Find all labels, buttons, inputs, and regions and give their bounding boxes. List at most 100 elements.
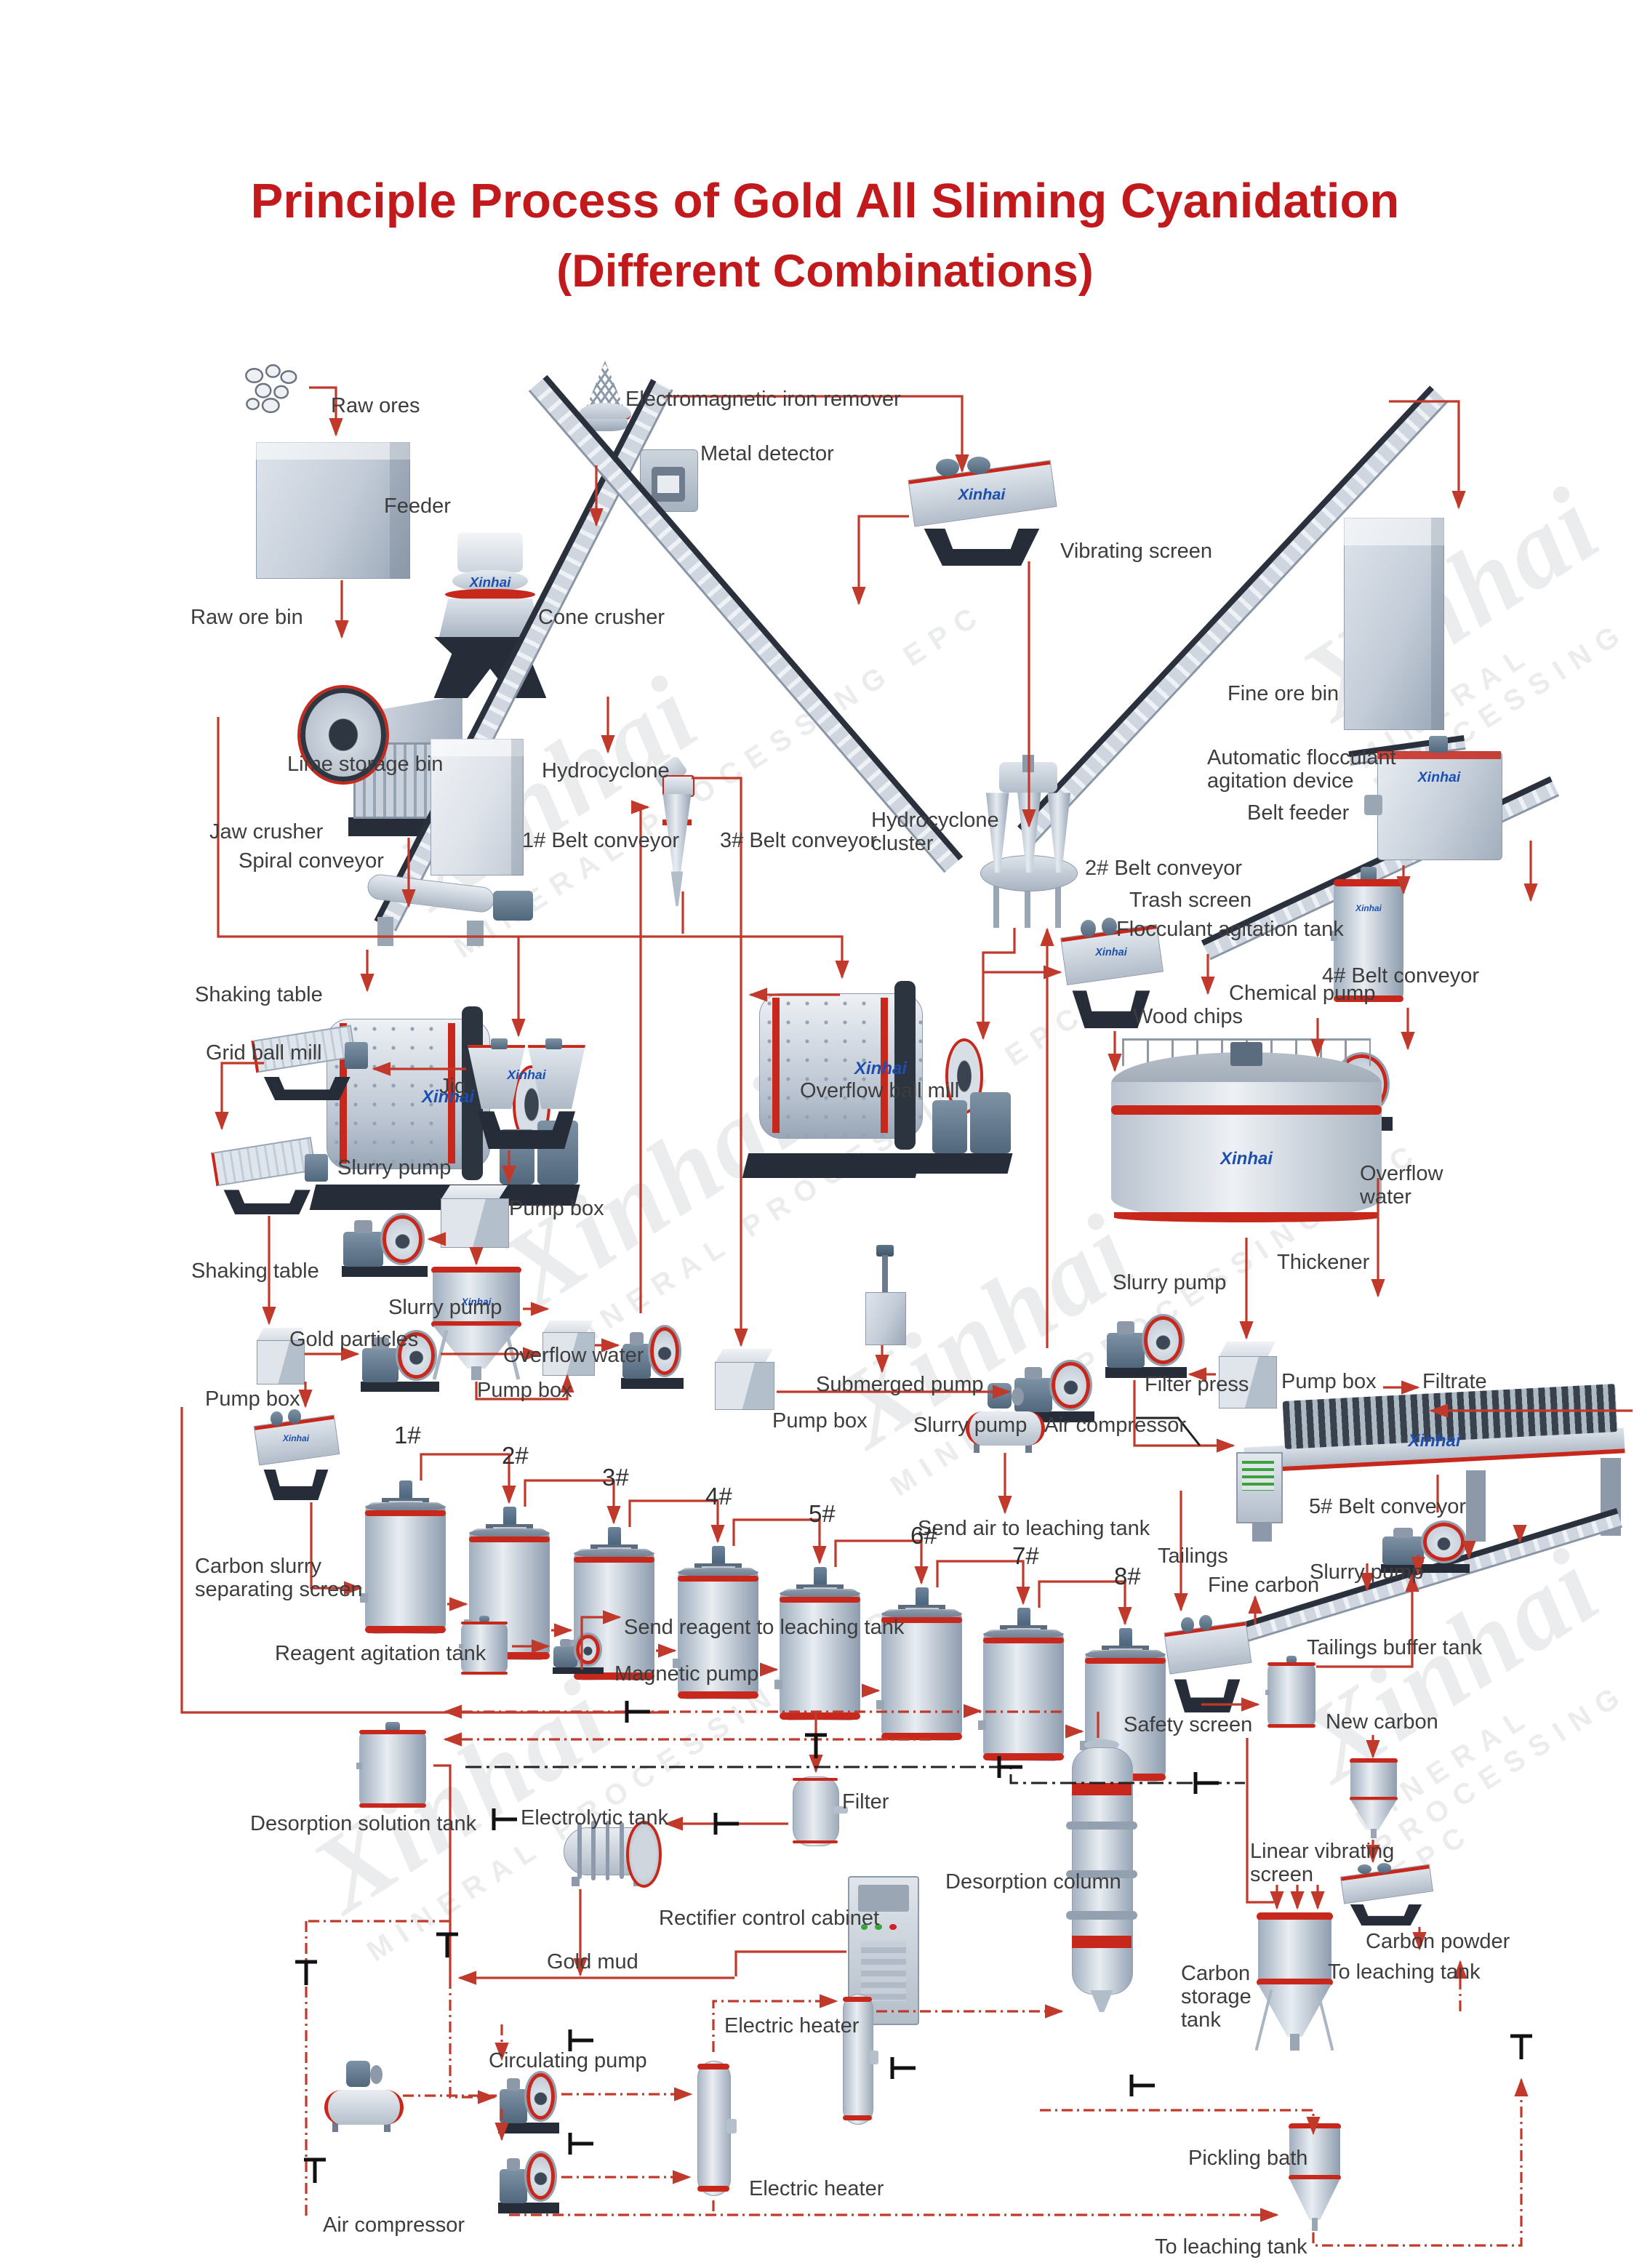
flow-connector-104 xyxy=(465,1766,1245,1784)
valve-icon xyxy=(713,1813,739,1835)
label-pump-box-5: Pump box xyxy=(1281,1370,1377,1393)
flow-connector-11 xyxy=(217,717,849,979)
label-trash-screen: Trash screen xyxy=(1129,889,1252,912)
flow-connector-16 xyxy=(692,777,748,1347)
valve-icon xyxy=(625,1701,650,1723)
label-pump-box-4: Pump box xyxy=(772,1409,868,1432)
label-send-air: Send air to leaching tank xyxy=(918,1517,1150,1540)
label-rectifier: Rectifier control cabinet xyxy=(659,1907,880,1930)
flow-connector-27 xyxy=(1133,1380,1236,1453)
flow-connector-36 xyxy=(475,1374,574,1401)
css-screen-eq: Xinhai xyxy=(253,1409,340,1500)
linscreen-eq xyxy=(1339,1863,1434,1926)
shake2-eq xyxy=(211,1133,328,1214)
label-jig: Jig xyxy=(439,1075,467,1098)
label-desorption-column: Desorption column xyxy=(945,1870,1121,1894)
safety-eq xyxy=(1164,1615,1252,1712)
shake1-eq xyxy=(251,1022,368,1100)
flow-connector-100 xyxy=(1312,2077,1529,2247)
flow-connector-80 xyxy=(580,1610,622,1670)
fine-ore-bin-eq xyxy=(1344,518,1444,730)
aircomp2-eq xyxy=(324,2059,404,2132)
label-pump-box-1: Pump box xyxy=(509,1197,604,1220)
flow-connector-74 xyxy=(1246,1738,1274,1904)
label-tank-7: 7# xyxy=(1012,1542,1039,1569)
tbuffer-eq xyxy=(1265,1656,1318,1730)
leach-tank-2 xyxy=(464,1507,551,1663)
label-raw-ore-bin: Raw ore bin xyxy=(191,606,303,629)
valve-icon xyxy=(295,1960,317,1985)
column-eq xyxy=(1066,1739,1137,2012)
valve-icon xyxy=(890,2057,916,2079)
valve-icon xyxy=(568,2029,593,2051)
valve-icon xyxy=(436,1932,458,1958)
label-raw-ores: Raw ores xyxy=(331,394,420,417)
label-tank-4: 4# xyxy=(705,1483,732,1510)
label-wood-chips: Wood chips xyxy=(1133,1005,1243,1028)
label-thickener: Thickener xyxy=(1277,1251,1370,1274)
label-gold-particles: Gold particles xyxy=(289,1328,419,1351)
label-electrolytic-tank: Electrolytic tank xyxy=(521,1806,669,1830)
label-pump-box-3: Pump box xyxy=(477,1379,572,1402)
label-fine-carbon: Fine carbon xyxy=(1208,1574,1320,1597)
electro-eq xyxy=(561,1816,662,1888)
flow-connector-53 xyxy=(1038,1580,1132,1626)
flow-connector-90 xyxy=(449,1978,497,2104)
label-magnetic-pump: Magnetic pump xyxy=(614,1662,759,1686)
reagent-eq xyxy=(458,1616,510,1677)
label-lime-storage-bin: Lime storage bin xyxy=(287,753,444,776)
heater2-eq xyxy=(841,1989,879,2128)
label-tank-6: 6# xyxy=(910,1522,937,1549)
circpump1-eq xyxy=(498,2062,559,2133)
leach-tank-5 xyxy=(774,1567,862,1723)
valve-icon xyxy=(1193,1772,1219,1794)
label-carbon-powder: Carbon powder xyxy=(1366,1930,1510,1953)
magpump-eq xyxy=(553,1629,604,1674)
label-cone-crusher: Cone crusher xyxy=(538,606,665,629)
label-slurry-pump-1: Slurry pump xyxy=(337,1156,452,1179)
flow-connector-97 xyxy=(712,1994,838,2052)
label-grid-ball-mill: Grid ball mill xyxy=(206,1041,322,1065)
label-belt-3: 3# Belt conveyor xyxy=(720,829,878,852)
pbox5-eq xyxy=(1219,1342,1277,1409)
thickener-eq: Xinhai xyxy=(1111,1038,1382,1236)
label-hydrocyclone: Hydrocyclone xyxy=(542,759,670,782)
label-gold-mud: Gold mud xyxy=(547,1950,638,1974)
spump1-eq xyxy=(342,1204,428,1277)
label-feeder: Feeder xyxy=(384,494,451,518)
label-em-iron-remover: Electromagnetic iron remover xyxy=(625,388,901,411)
lime-bin-eq xyxy=(430,739,524,875)
label-shaking-table-1: Shaking table xyxy=(195,983,323,1006)
floctank-eq: Xinhai xyxy=(1329,867,1408,1006)
label-fine-ore-bin: Fine ore bin xyxy=(1228,682,1339,705)
label-air-compressor-2: Air compressor xyxy=(323,2213,465,2237)
flow-connector-15 xyxy=(630,800,650,1313)
valve-icon xyxy=(997,1756,1022,1778)
title-line2: (Different Combinations) xyxy=(556,246,1094,297)
label-belt-5: 5# Belt conveyor xyxy=(1309,1495,1467,1518)
valve-icon xyxy=(1129,2075,1155,2096)
jig-eq: Xinhai xyxy=(468,1038,585,1149)
label-shaking-table-2: Shaking table xyxy=(191,1259,319,1283)
flow-connector-0 xyxy=(309,386,343,437)
valve-icon xyxy=(304,2157,326,2183)
label-send-reagent: Send reagent to leaching tank xyxy=(624,1616,905,1639)
label-flocculant-agitation-tank: Flocculant agitation tank xyxy=(1116,918,1344,941)
label-slurry-pump-3: Slurry pump xyxy=(913,1414,1028,1437)
flow-connector-105 xyxy=(1136,1417,1201,1446)
flow-connector-45 xyxy=(310,1502,363,1595)
label-spiral-conveyor: Spiral conveyor xyxy=(239,849,384,873)
vibscreen-eq: Xinhai xyxy=(908,457,1057,566)
label-submerged-pump: Submerged pump xyxy=(816,1373,984,1396)
spump2b-eq xyxy=(621,1316,684,1389)
flow-connector-50 xyxy=(732,1518,827,1565)
label-overflow-water-1: Overflow water xyxy=(503,1344,644,1367)
spiral-eq xyxy=(366,860,533,946)
valve-icon xyxy=(568,2133,593,2155)
circpump2-eq xyxy=(498,2142,559,2213)
heater1-eq xyxy=(695,2056,737,2199)
